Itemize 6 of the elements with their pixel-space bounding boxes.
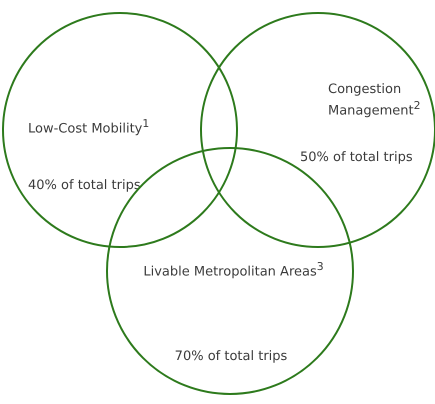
trip-share-text: 70% of total trips [174, 349, 288, 365]
set-label: Livable Metropolitan Areas$^{3}$ [142, 259, 325, 280]
trip-share-text: 50% of total trips [300, 150, 414, 166]
set-label: Low-Cost Mobility$^{1}$ [28, 116, 150, 138]
trip-share-text: 40% of total trips [28, 178, 142, 194]
set-label: Congestion Management$^{2}$ [328, 82, 422, 120]
